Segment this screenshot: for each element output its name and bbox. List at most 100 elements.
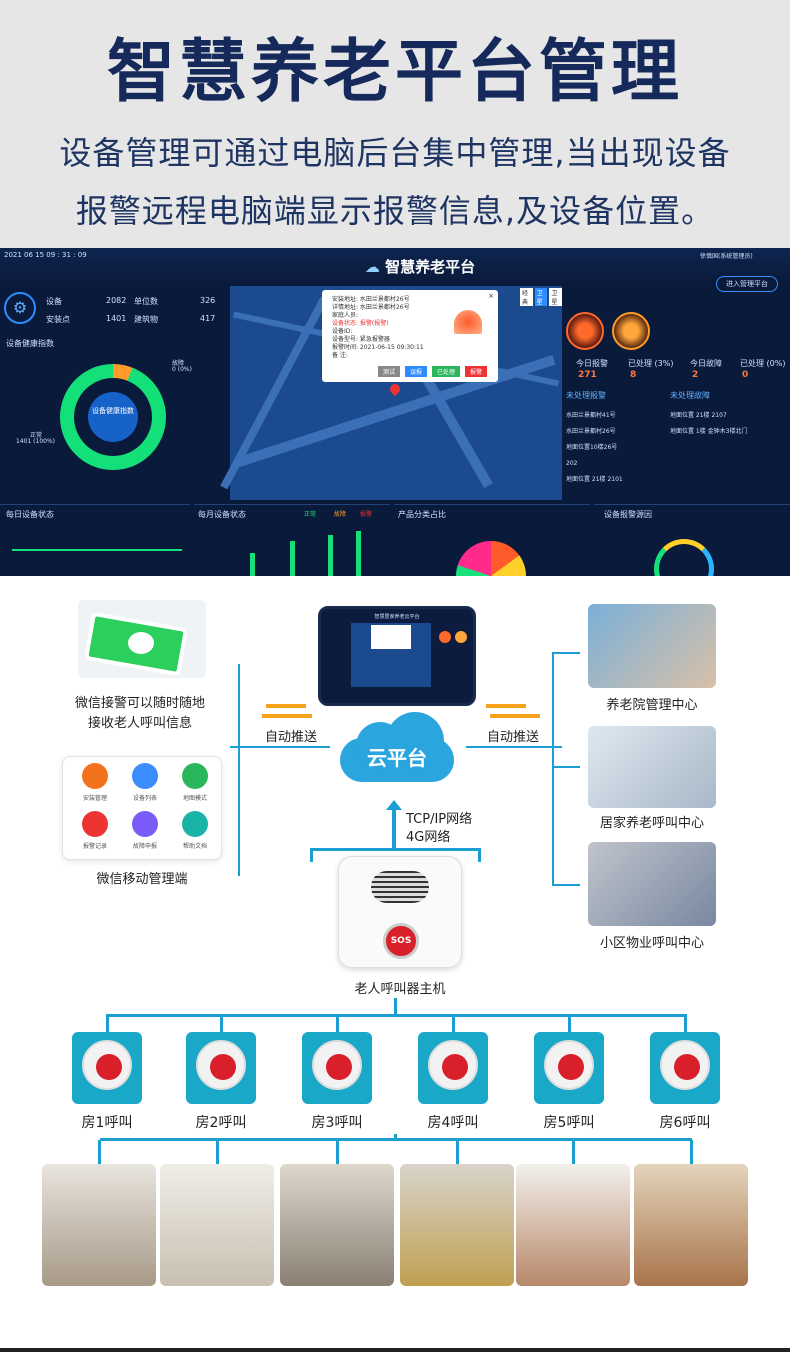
room-call-button[interactable] bbox=[418, 1032, 488, 1104]
app-item[interactable]: 帮助文档 bbox=[173, 811, 217, 850]
alarm-list-item[interactable]: 水田兰景都村26号 bbox=[566, 428, 616, 435]
alarm-list-item[interactable]: 202 bbox=[566, 460, 578, 467]
connector-line bbox=[568, 1014, 571, 1032]
subtitle-line-1: 设备管理可通过电脑后台集中管理,当出现设备 bbox=[59, 134, 731, 172]
push-arrow-left bbox=[266, 704, 306, 708]
alarm-list-item[interactable]: 地面位置10楼26号 bbox=[566, 444, 618, 451]
connector-line bbox=[238, 664, 240, 876]
monthly-status-panel: 每月设备状态 正常 故障 报警 bbox=[194, 504, 390, 576]
app-item[interactable]: 安装管理 bbox=[73, 763, 117, 802]
dashboard-screenshot: 2021 06 15 09 : 31 : 09 ☁ 智慧养老平台 徐慎国(系统管… bbox=[0, 248, 790, 576]
call-host-device: SOS bbox=[338, 856, 462, 968]
alarm-list-item[interactable]: 地面位置 21楼 2101 bbox=[566, 476, 623, 483]
button-body bbox=[544, 1040, 594, 1090]
connector-line bbox=[310, 848, 313, 862]
map-pin-icon bbox=[82, 763, 108, 789]
alarm-list-item[interactable]: 水田兰景都村41号 bbox=[566, 412, 616, 419]
bottom-border bbox=[0, 1348, 790, 1352]
chart-bar bbox=[356, 531, 361, 576]
wechat-icon bbox=[128, 632, 154, 654]
alarm-source-ring bbox=[654, 539, 714, 576]
sos-button[interactable]: SOS bbox=[383, 923, 419, 959]
fault-value: 0 (0%) bbox=[172, 366, 192, 373]
handled-alarm-value: 8 bbox=[630, 370, 637, 380]
mini-popup bbox=[371, 625, 411, 649]
page-title: 智慧养老平台管理 bbox=[106, 33, 683, 112]
connector-line bbox=[466, 746, 562, 748]
popup-test-button[interactable]: 测试 bbox=[378, 366, 401, 377]
fault-list-item[interactable]: 地面位置 1楼 金钟木3楼北门 bbox=[670, 428, 748, 435]
fault-list: 地面位置 21楼 2107 地面位置 1楼 金钟木3楼北门 bbox=[670, 408, 747, 440]
room-call-button[interactable] bbox=[186, 1032, 256, 1104]
room-call-button[interactable] bbox=[302, 1032, 372, 1104]
mini-title: 智慧居家养老云平台 bbox=[374, 614, 420, 620]
button-body bbox=[312, 1040, 362, 1090]
button-body bbox=[196, 1040, 246, 1090]
enter-platform-button[interactable]: 进入管理平台 bbox=[716, 276, 778, 292]
map-marker-icon[interactable] bbox=[387, 381, 403, 397]
auto-push-left-label: 自动推送 bbox=[264, 730, 317, 745]
stat-label-2: 单位数 bbox=[134, 297, 158, 306]
room-label: 房1呼叫 bbox=[81, 1115, 133, 1131]
map-view[interactable]: 经典 卫星 卫星 × 安装地址: 水田兰景都村26号 详情地址: 水田兰景都村2… bbox=[220, 286, 563, 500]
room-label: 房5呼叫 bbox=[543, 1115, 595, 1131]
fault-list-item[interactable]: 地面位置 21楼 2107 bbox=[670, 412, 727, 419]
center-label-2: 居家养老呼叫中心 bbox=[599, 816, 704, 831]
app-label: 地图模式 bbox=[182, 795, 207, 802]
connector-line bbox=[216, 1140, 219, 1164]
stat-value-3: 1401 bbox=[106, 314, 127, 323]
push-arrow-right bbox=[490, 714, 540, 718]
stat-value-1: 2082 bbox=[106, 296, 127, 305]
connector-line bbox=[220, 1014, 223, 1032]
room-call-button[interactable] bbox=[72, 1032, 142, 1104]
room-call-button[interactable] bbox=[650, 1032, 720, 1104]
4g-label: 4G网络 bbox=[406, 830, 451, 845]
upload-arrow-shaft bbox=[392, 808, 396, 850]
dashboard-user[interactable]: 徐慎国(系统管理员) bbox=[700, 253, 753, 260]
popup-false-alarm-button[interactable]: 误报 bbox=[405, 366, 428, 377]
panel-title: 每月设备状态 bbox=[198, 510, 246, 519]
connector-line bbox=[394, 998, 397, 1014]
app-label: 安装管理 bbox=[82, 795, 107, 802]
app-item[interactable]: 地图模式 bbox=[173, 763, 217, 802]
app-label: 报警记录 bbox=[82, 843, 107, 850]
app-label: 设备列表 bbox=[132, 795, 157, 802]
stat-label-1: 设备 bbox=[46, 297, 62, 306]
popup-row: 设备ID: bbox=[332, 328, 353, 335]
platform-monitor-image: 智慧居家养老云平台 bbox=[318, 606, 476, 706]
button-body bbox=[428, 1040, 478, 1090]
app-item[interactable]: 报警记录 bbox=[73, 811, 117, 850]
app-item[interactable]: 故障申报 bbox=[123, 811, 167, 850]
stat-value-2: 326 bbox=[200, 296, 216, 305]
connector-line bbox=[230, 746, 330, 748]
wechat-alarm-label: 微信接警可以随时随地接收老人呼叫信息 bbox=[74, 696, 205, 731]
wechat-phone-image bbox=[78, 600, 206, 678]
list-icon bbox=[132, 763, 158, 789]
popup-handled-button[interactable]: 已处理 bbox=[432, 366, 461, 377]
connector-line bbox=[394, 1134, 397, 1140]
alarm-source-panel: 设备报警源因 bbox=[594, 504, 790, 576]
room-label: 房2呼叫 bbox=[195, 1115, 247, 1131]
app-item[interactable]: 设备列表 bbox=[123, 763, 167, 802]
call-red-button bbox=[442, 1054, 468, 1080]
cloud-puff bbox=[386, 712, 444, 770]
map-tab[interactable]: 经典 bbox=[520, 288, 533, 306]
room-photo bbox=[160, 1164, 274, 1286]
stat-value-4: 417 bbox=[200, 314, 216, 323]
health-donut-center: 设备健康指数 bbox=[88, 392, 138, 442]
popup-close-icon[interactable]: × bbox=[488, 292, 494, 300]
connector-line bbox=[310, 848, 480, 851]
call-red-button bbox=[326, 1054, 352, 1080]
popup-alarm-button[interactable]: 报警 bbox=[465, 366, 488, 377]
center-label-3: 小区物业呼叫中心 bbox=[599, 936, 704, 951]
room-label: 房6呼叫 bbox=[659, 1115, 711, 1131]
room-call-button[interactable] bbox=[534, 1032, 604, 1104]
map-tab[interactable]: 卫星 bbox=[534, 288, 548, 306]
cloud-logo-icon: ☁ bbox=[364, 258, 386, 276]
connector-line bbox=[456, 1140, 459, 1164]
connector-line bbox=[690, 1140, 693, 1164]
document-icon bbox=[182, 811, 208, 837]
connector-line bbox=[552, 884, 580, 886]
legend-alarm: 报警 bbox=[360, 511, 373, 518]
map-tab[interactable]: 卫星 bbox=[549, 288, 563, 306]
